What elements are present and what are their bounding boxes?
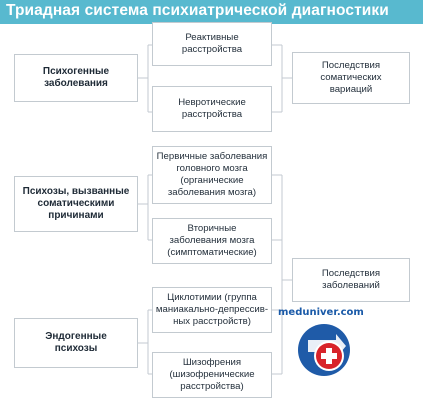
box-somatic-psychoses-text: Психозы, вызванные соматическими причина… — [22, 186, 130, 221]
title-bar: Триадная система психиатрической диагнос… — [0, 0, 423, 24]
box-cyclothymia-text: Циклотимии (группа маниакально-депрессив… — [155, 292, 269, 327]
connector-somatic-psychoses — [138, 174, 152, 241]
medical-cross-logo-icon — [298, 324, 350, 376]
connector-psychogenic — [138, 44, 152, 113]
box-cyclothymia: Циклотимии (группа маниакально-депрессив… — [152, 287, 272, 333]
box-disease-consequences: Последствия заболеваний — [292, 258, 410, 302]
box-somatic-variations: Последствия соматических вариаций — [292, 52, 410, 104]
box-schizophrenia-text: Шизофрения (шизофренические расстройства… — [169, 357, 255, 392]
box-reactive-text: Реактивные расстройства — [181, 32, 243, 55]
box-neurotic: Невротические расстройства — [152, 86, 272, 132]
connector-somatic-variations — [272, 44, 292, 113]
box-psychogenic-text: Психогенные заболевания — [42, 66, 110, 89]
box-reactive: Реактивные расстройства — [152, 22, 272, 66]
box-somatic-psychoses: Психозы, вызванные соматическими причина… — [14, 176, 138, 232]
box-endogenous-text: Эндогенные психозы — [45, 331, 107, 354]
box-endogenous: Эндогенные психозы — [14, 318, 138, 368]
box-primary-brain-text: Первичные заболевания головного мозга (о… — [156, 151, 268, 198]
watermark-text: meduniver.com — [278, 307, 364, 318]
box-psychogenic: Психогенные заболевания — [14, 54, 138, 102]
box-somatic-variations-text: Последствия соматических вариаций — [320, 60, 382, 95]
connector-endogenous — [138, 309, 152, 375]
diagram-title: Триадная система психиатрической диагнос… — [6, 2, 389, 19]
box-schizophrenia: Шизофрения (шизофренические расстройства… — [152, 352, 272, 398]
box-disease-consequences-text: Последствия заболеваний — [321, 268, 381, 291]
box-neurotic-text: Невротические расстройства — [178, 97, 246, 120]
box-secondary-brain-text: Вторичные заболевания мозга (симптоматич… — [167, 223, 257, 258]
box-primary-brain: Первичные заболевания головного мозга (о… — [152, 146, 272, 204]
connector-disease-consequences — [272, 174, 292, 375]
box-secondary-brain: Вторичные заболевания мозга (симптоматич… — [152, 218, 272, 264]
